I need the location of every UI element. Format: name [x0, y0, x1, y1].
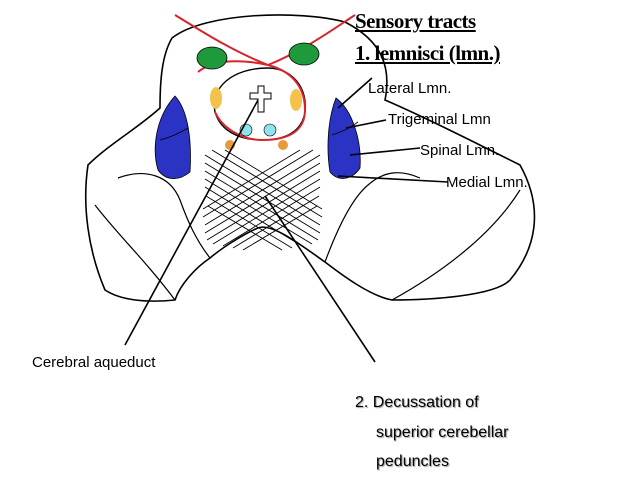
pointer-aqueduct: [124, 99, 259, 346]
label-decussation-line2: superior cerebellar: [376, 424, 509, 441]
lemniscus-left-inner: [159, 127, 189, 141]
red-tract: [174, 14, 356, 141]
pointer-spinal: [349, 147, 421, 156]
orange-nucleus-right: [278, 140, 288, 150]
pointer-lateral: [337, 77, 373, 109]
left-contour: [94, 204, 176, 301]
green-nucleus-left: [196, 46, 228, 70]
lemniscus-left: [154, 95, 191, 179]
midbrain-outline: [84, 14, 536, 302]
heading-subtitle: 1. lemnisci (lmn.): [355, 41, 500, 65]
label-medial-lemniscus: Medial Lmn.: [446, 174, 528, 191]
label-trigeminal-lemniscus: Trigeminal Lmn: [388, 111, 491, 128]
yellow-nucleus-right: [290, 89, 302, 111]
label-spinal-lemniscus: Spinal Lmn.: [420, 142, 500, 159]
label-decussation-line1: 2. Decussation of: [355, 394, 479, 411]
aqueduct-shape: [249, 85, 272, 113]
right-contour: [391, 189, 521, 301]
label-decussation-line3: peduncles: [376, 453, 449, 470]
left-contour-inner: [117, 173, 211, 259]
heading-title: Sensory tracts: [355, 9, 476, 33]
lemniscus-right: [327, 97, 361, 179]
pointer-trigeminal: [345, 119, 387, 129]
decussation-fibers: [202, 149, 323, 251]
pointer-medial: [337, 175, 449, 183]
red-tract-left: [214, 111, 263, 141]
right-contour-inner: [324, 172, 421, 263]
yellow-nucleus-left: [210, 87, 222, 109]
green-nucleus-right: [288, 42, 320, 66]
label-cerebral-aqueduct: Cerebral aqueduct: [32, 354, 156, 371]
cyan-nucleus-right: [263, 123, 277, 137]
pointer-decussation: [264, 195, 376, 363]
lemniscus-right-inner: [331, 121, 359, 136]
label-lateral-lemniscus: Lateral Lmn.: [368, 80, 452, 97]
